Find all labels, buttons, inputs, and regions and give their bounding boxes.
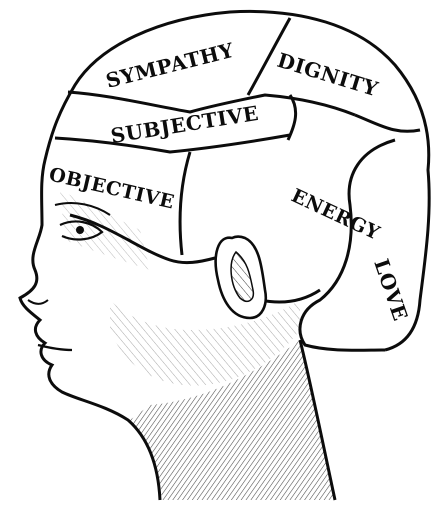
nostril: [28, 300, 48, 304]
border-objective-energy: [180, 152, 190, 255]
label-dignity: DIGNITY: [275, 48, 382, 101]
border-energy-love: [300, 140, 395, 350]
label-subjective: SUBJECTIVE: [109, 101, 260, 148]
label-energy: ENERGY: [288, 185, 383, 245]
eye-pupil: [76, 226, 84, 234]
label-love: LOVE: [369, 256, 412, 324]
label-sympathy: SYMPATHY: [103, 38, 236, 93]
border-dignity-love: [355, 115, 420, 131]
border-subjective-energy: [288, 95, 296, 140]
border-energy-bottom: [260, 290, 320, 302]
